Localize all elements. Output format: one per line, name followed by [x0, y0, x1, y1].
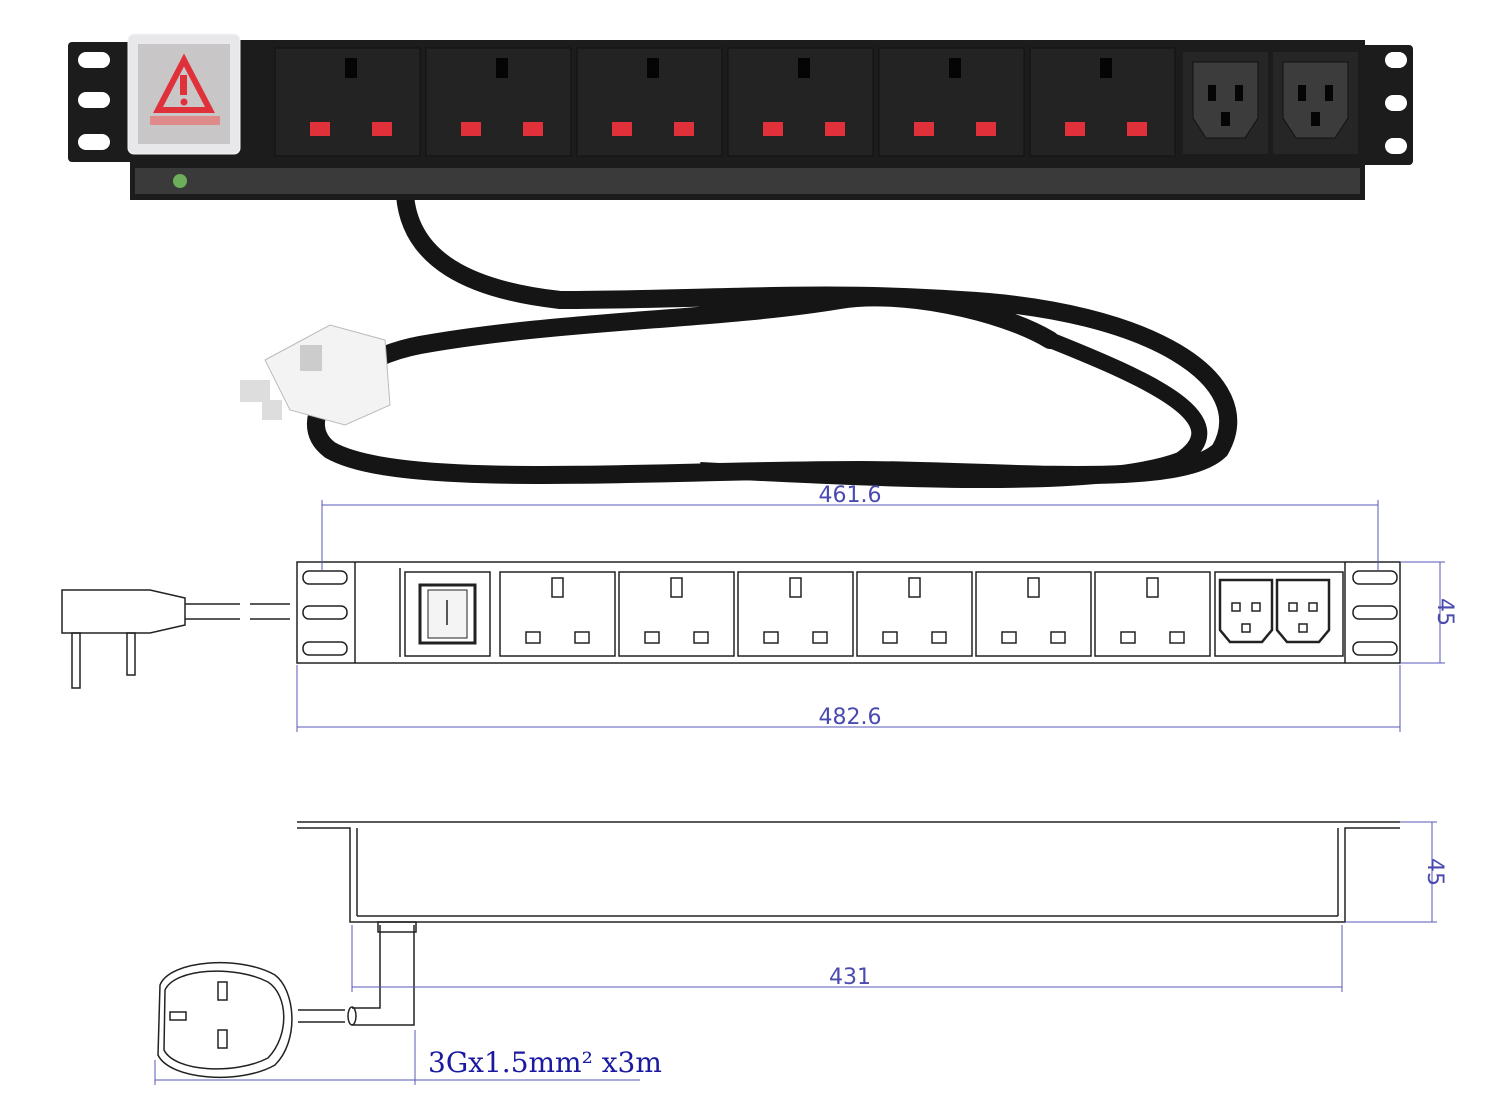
uk-socket-drawing [1094, 571, 1211, 657]
iec-c13-socket-photo [1183, 52, 1268, 154]
dim-side-height: 45 [1422, 858, 1447, 886]
uk-socket-drawing [737, 571, 854, 657]
cable-spec-label: 3Gx1.5mm² x3m [428, 1046, 662, 1079]
power-cable [307, 186, 1238, 484]
uk-socket-photo [274, 47, 421, 157]
rocker-switch [404, 571, 491, 657]
plug-top-view [157, 961, 345, 1079]
front-view-drawing [61, 561, 1401, 689]
uk-plug-photo [240, 324, 391, 426]
warning-icon [153, 53, 215, 113]
right-mounting-ear [1355, 45, 1413, 165]
dim-overall-width: 482.6 [819, 705, 882, 730]
uk-socket-drawing [975, 571, 1092, 657]
iec-c13-socket-drawing [1218, 578, 1274, 644]
dimensions [154, 500, 1445, 1085]
plug-side-view [61, 589, 290, 689]
iec-c13-socket-photo [1273, 52, 1358, 154]
uk-socket-photo [576, 47, 723, 157]
iec-c13-socket-drawing [1275, 578, 1331, 644]
dim-front-height: 45 [1432, 598, 1457, 626]
uk-socket-drawing [856, 571, 973, 657]
uk-socket-photo [878, 47, 1025, 157]
uk-socket-photo [425, 47, 572, 157]
dim-mounting-width: 461.6 [819, 483, 882, 508]
pdu-photo [68, 33, 1413, 488]
iec-panel-drawing [1214, 571, 1344, 657]
uk-socket-drawing [499, 571, 616, 657]
dim-body-length: 431 [829, 965, 871, 990]
switch-safety-cover [127, 33, 241, 155]
uk-socket-photo [1029, 47, 1176, 157]
cable-elbow [347, 921, 417, 1026]
side-view-drawing [157, 821, 1400, 1079]
front-outline [296, 561, 1401, 664]
uk-socket-drawing [618, 571, 735, 657]
uk-socket-photo [727, 47, 874, 157]
